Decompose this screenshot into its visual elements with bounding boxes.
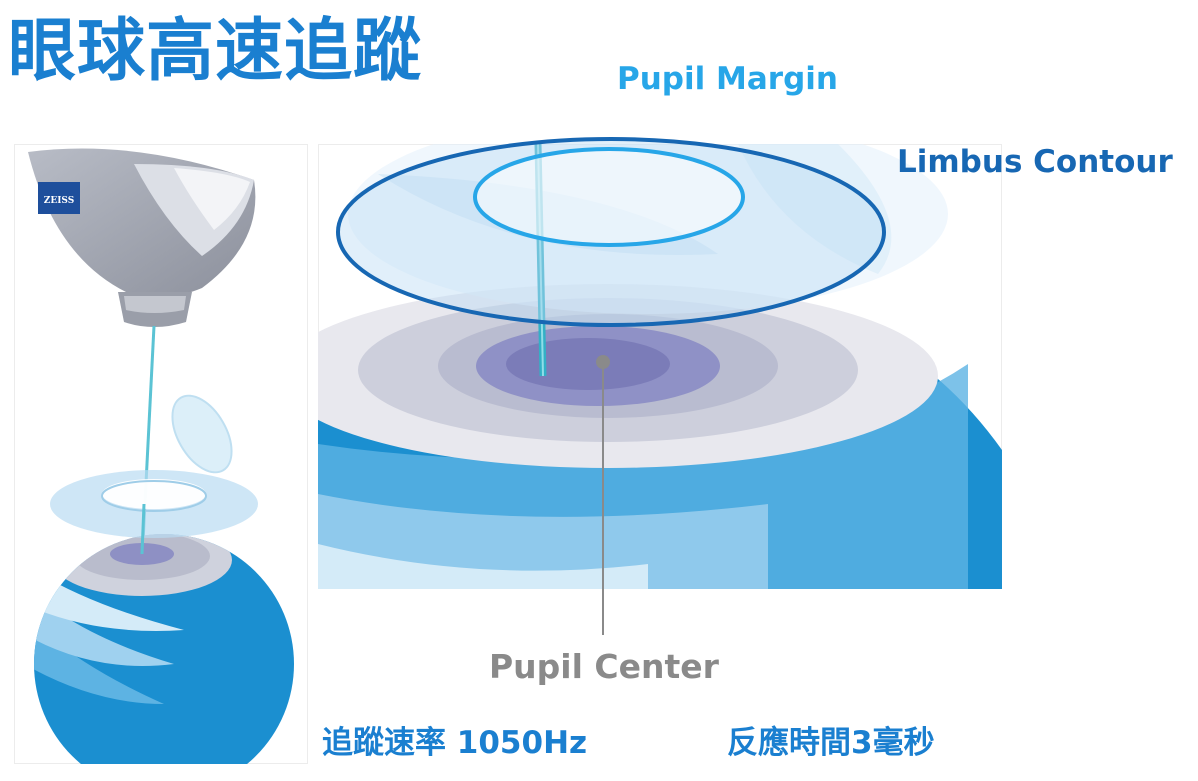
zeiss-logo-icon (38, 182, 80, 214)
laser-device: ZEISS (28, 148, 256, 327)
pupil-center-label: Pupil Center (489, 647, 719, 686)
left-illustration: ZEISS (14, 144, 308, 764)
response-time-spec: 反應時間3毫秒 (727, 725, 935, 761)
pupil-margin-ring (473, 147, 745, 247)
pupil-center-dot (596, 355, 610, 369)
pupil-margin-label: Pupil Margin (617, 61, 838, 97)
eye-ball (34, 534, 294, 764)
brand-logo-text: ZEISS (44, 196, 74, 206)
limbus-contour-label: Limbus Contour (897, 144, 1173, 180)
tracking-rate-spec: 追蹤速率 1050Hz (322, 725, 588, 761)
page-title: 眼球高速追蹤 (8, 12, 423, 91)
